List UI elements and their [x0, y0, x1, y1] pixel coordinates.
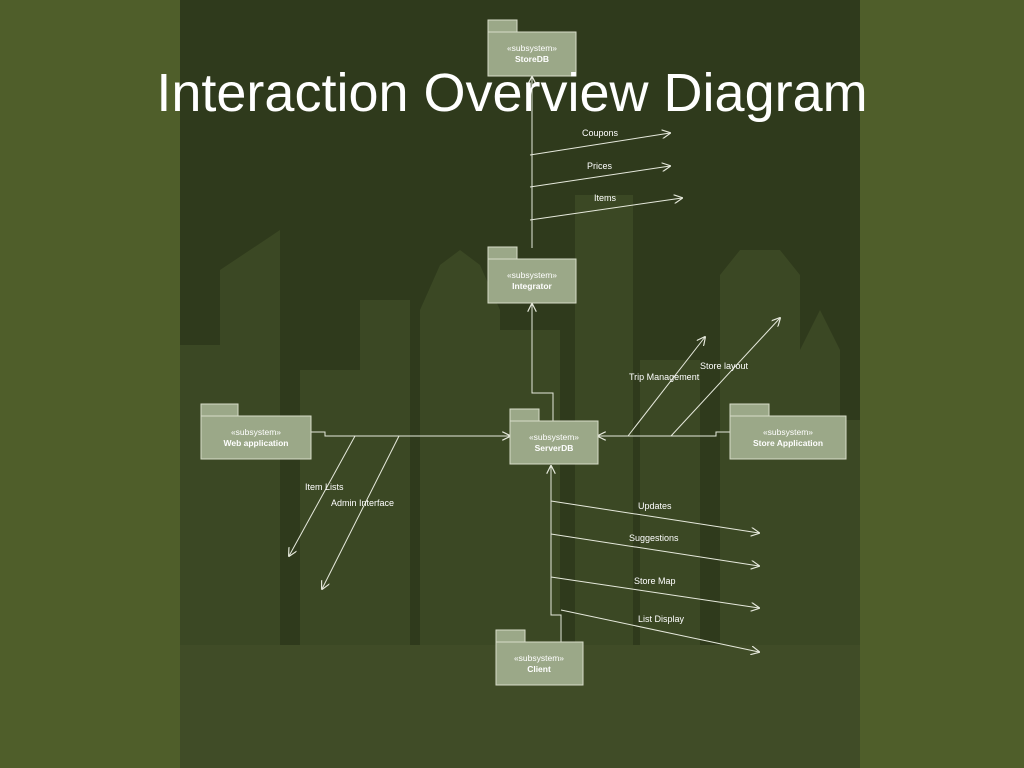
package-tab — [200, 403, 239, 417]
package-body — [487, 258, 577, 304]
trip-management-label: Trip Management — [629, 372, 700, 382]
list-display-arrow — [560, 609, 759, 652]
items-label: Items — [594, 193, 617, 203]
trip-management-arrow — [627, 337, 705, 437]
package-body — [487, 31, 577, 77]
package-integrator: «subsystem» Integrator — [487, 246, 577, 304]
suggestions-arrow — [550, 533, 759, 566]
slide-title: Interaction Overview Diagram — [156, 63, 868, 123]
connector-storeapp-to-serverdb — [598, 431, 730, 436]
package-stereotype: «subsystem» — [507, 270, 557, 280]
package-tab — [487, 246, 518, 260]
package-tab — [487, 19, 518, 33]
package-body — [729, 415, 847, 460]
prices-arrow — [529, 166, 670, 188]
coupons-label: Coupons — [582, 128, 619, 138]
package-stereotype: «subsystem» — [529, 432, 579, 442]
package-name: Web application — [223, 438, 288, 448]
message-labels: Coupons Prices Items Trip Management Sto… — [305, 128, 749, 624]
connector-serverdb-to-integrator — [532, 304, 554, 422]
admin-interface-arrow — [322, 435, 400, 589]
package-name: Integrator — [512, 281, 552, 291]
store-map-label: Store Map — [634, 576, 676, 586]
package-tab — [509, 408, 540, 422]
item-lists-label: Item Lists — [305, 482, 344, 492]
package-tab — [729, 403, 770, 417]
list-display-label: List Display — [638, 614, 685, 624]
package-webapp: «subsystem» Web application — [200, 403, 312, 460]
admin-interface-label: Admin Interface — [331, 498, 394, 508]
package-body — [495, 641, 584, 686]
package-stereotype: «subsystem» — [231, 427, 281, 437]
package-name: Store Application — [753, 438, 823, 448]
updates-arrow — [550, 500, 759, 533]
message-arrows — [289, 133, 780, 652]
package-storedb: «subsystem» StoreDB — [487, 19, 577, 77]
items-arrow — [529, 198, 682, 221]
updates-label: Updates — [638, 501, 672, 511]
package-body — [200, 415, 312, 460]
package-storeapp: «subsystem» Store Application — [729, 403, 847, 460]
connector-webapp-to-serverdb — [311, 431, 510, 436]
package-tab — [495, 629, 526, 643]
item-lists-arrow — [289, 435, 356, 556]
suggestions-label: Suggestions — [629, 533, 679, 543]
store-layout-label: Store layout — [700, 361, 749, 371]
connectors — [311, 77, 730, 642]
package-stereotype: «subsystem» — [514, 653, 564, 663]
package-client: «subsystem» Client — [495, 629, 584, 686]
package-name: StoreDB — [515, 54, 549, 64]
coupons-arrow — [529, 133, 670, 156]
package-name: ServerDB — [535, 443, 574, 453]
store-layout-arrow — [670, 318, 780, 437]
package-serverdb: «subsystem» ServerDB — [509, 408, 599, 465]
connector-client-to-serverdb — [551, 466, 562, 642]
package-stereotype: «subsystem» — [763, 427, 813, 437]
prices-label: Prices — [587, 161, 613, 171]
package-stereotype: «subsystem» — [507, 43, 557, 53]
package-name: Client — [527, 664, 551, 674]
store-map-arrow — [550, 576, 759, 608]
package-body — [509, 420, 599, 465]
